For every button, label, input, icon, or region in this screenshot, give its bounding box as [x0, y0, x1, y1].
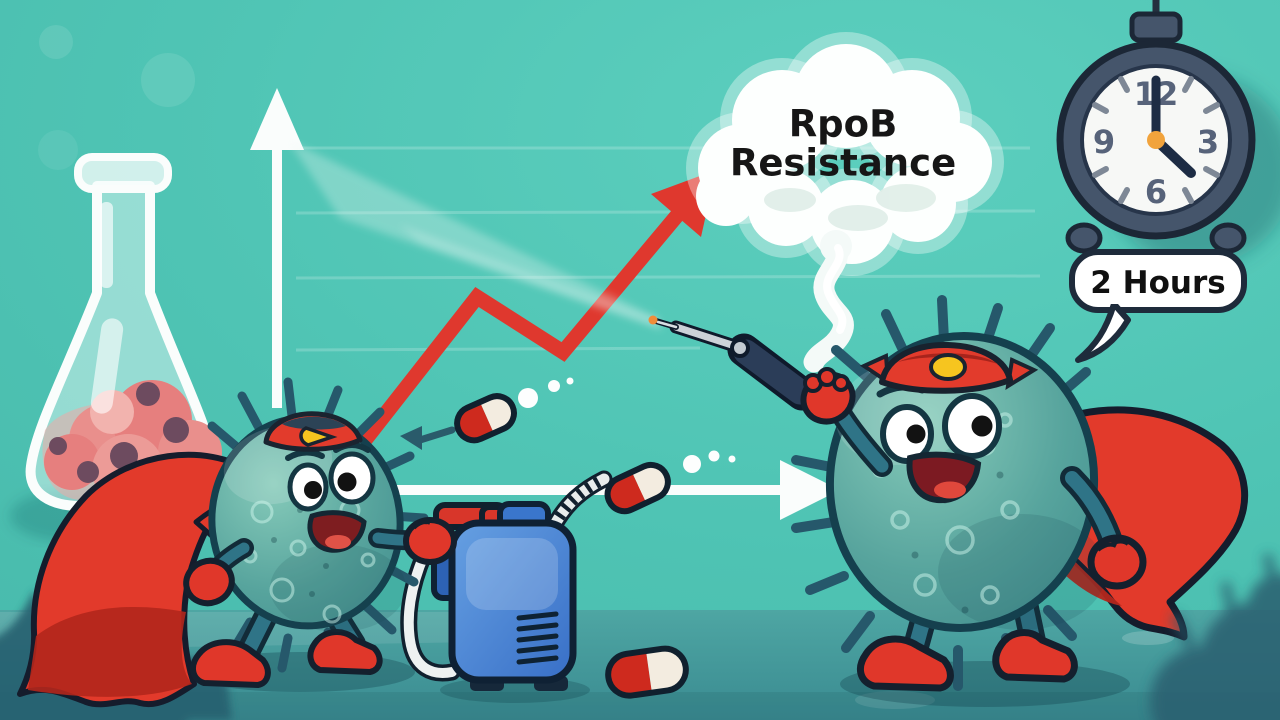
coil-hose-rings — [549, 474, 607, 529]
spray-spark — [648, 315, 658, 325]
right-boot-2 — [992, 629, 1078, 683]
left-boot-1 — [190, 639, 271, 688]
dart-capsule — [400, 377, 574, 450]
flask-neck-highlight — [100, 202, 113, 288]
y-axis-arrow — [250, 88, 304, 408]
tank-body — [448, 519, 577, 684]
speech-bubble-tail — [1075, 301, 1131, 363]
left-hero-cap — [263, 411, 363, 452]
bokeh-highlights — [38, 25, 195, 170]
smoke-trail — [803, 230, 854, 373]
bubble-trail-1 — [683, 450, 736, 473]
left-arm-fist — [183, 538, 254, 607]
bacteria-hero-left — [17, 377, 457, 708]
left-grip-glove — [403, 517, 457, 565]
clock-numeral-6: 6 — [1145, 173, 1167, 211]
clock-knob — [1129, 11, 1183, 43]
right-arm-syringe — [648, 315, 893, 477]
right-boot-1 — [856, 635, 954, 692]
right-pupil-2 — [971, 415, 993, 437]
dart-fins — [400, 426, 422, 450]
speech-bubble-label: 2 Hours — [1090, 265, 1225, 301]
flask-bulb-highlight — [90, 318, 124, 414]
flask-rim — [74, 153, 172, 193]
bacteria-hero-right — [648, 295, 1249, 692]
clock-numeral-9: 9 — [1093, 123, 1115, 161]
left-cap-badge — [299, 426, 338, 447]
left-bacterium-face — [285, 442, 376, 553]
bubble-trail-2 — [518, 377, 574, 408]
clock-foot-left — [1065, 222, 1103, 254]
spray-mist — [288, 140, 662, 330]
right-tongue — [934, 481, 966, 499]
right-cap-badge — [929, 353, 967, 381]
left-pupil-1 — [304, 481, 322, 499]
right-fist-glove — [1087, 534, 1147, 590]
antibiotic-syringe — [648, 315, 819, 411]
cloud-shading — [764, 184, 936, 231]
left-arm-holding-handle — [368, 517, 457, 565]
thought-cloud: RpoB Resistance — [686, 32, 1004, 276]
ground-capsule — [605, 645, 689, 699]
left-tongue — [325, 535, 351, 549]
left-fist-glove — [183, 557, 235, 607]
clock-center-dot — [1147, 131, 1165, 149]
right-pupil-1 — [906, 424, 926, 444]
left-eyebrow-1 — [285, 449, 325, 461]
clock-foot-right — [1209, 222, 1247, 254]
alarm-clock: 12 3 6 9 — [1056, 0, 1280, 266]
right-bacterium-face — [876, 376, 1002, 504]
left-boot-2 — [307, 629, 383, 675]
right-hero-cap — [859, 341, 1039, 394]
dart-stick — [416, 426, 456, 444]
sprayer-tank — [400, 450, 736, 691]
right-arm-fist — [1060, 466, 1147, 590]
tank-vents — [516, 611, 559, 665]
tank-sheen — [466, 538, 558, 610]
clock-ticks — [1092, 76, 1220, 204]
syringe-needle — [656, 320, 678, 329]
flying-capsule-1 — [604, 461, 671, 515]
left-pupil-2 — [337, 472, 357, 492]
syringe-collar — [730, 338, 750, 358]
clock-numeral-3: 3 — [1197, 123, 1219, 161]
shadow-silhouette-right — [1150, 553, 1280, 720]
cloud-text-line2: Resistance — [730, 142, 956, 185]
speech-bubble: 2 Hours — [1069, 249, 1247, 363]
cloud-text-line1: RpoB — [789, 103, 898, 146]
